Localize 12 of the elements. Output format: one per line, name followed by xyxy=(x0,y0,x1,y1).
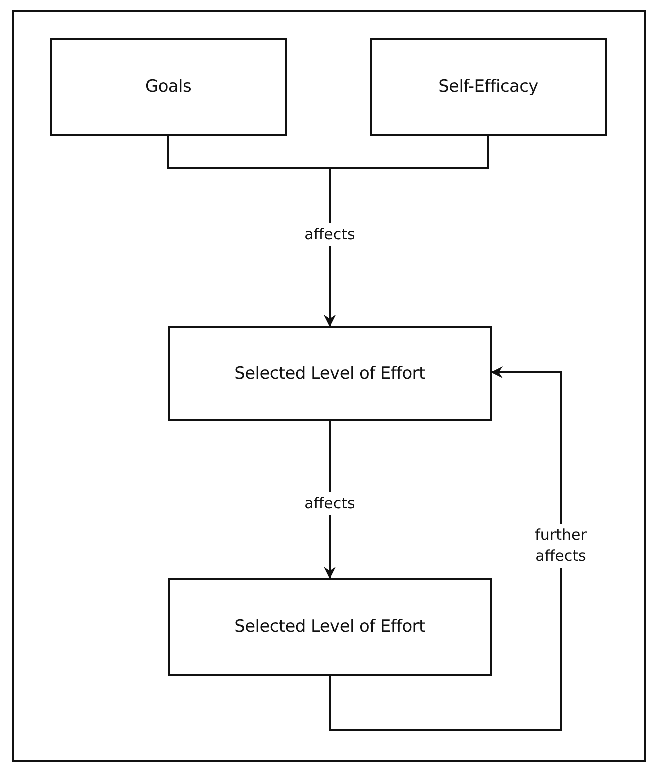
box-label: Selected Level of Effort xyxy=(234,364,426,384)
arrow xyxy=(324,136,490,327)
edge-label: affects xyxy=(302,224,358,246)
box-label: Selected Level of Effort xyxy=(234,617,426,637)
process-box xyxy=(370,38,607,136)
box-label: Self-Efficacy xyxy=(438,77,538,97)
box-label: Goals xyxy=(145,77,192,97)
edge-label: affects xyxy=(302,492,358,515)
process-box xyxy=(50,38,287,136)
arrow xyxy=(329,366,562,731)
process-box xyxy=(168,326,492,421)
process-box xyxy=(168,578,492,676)
